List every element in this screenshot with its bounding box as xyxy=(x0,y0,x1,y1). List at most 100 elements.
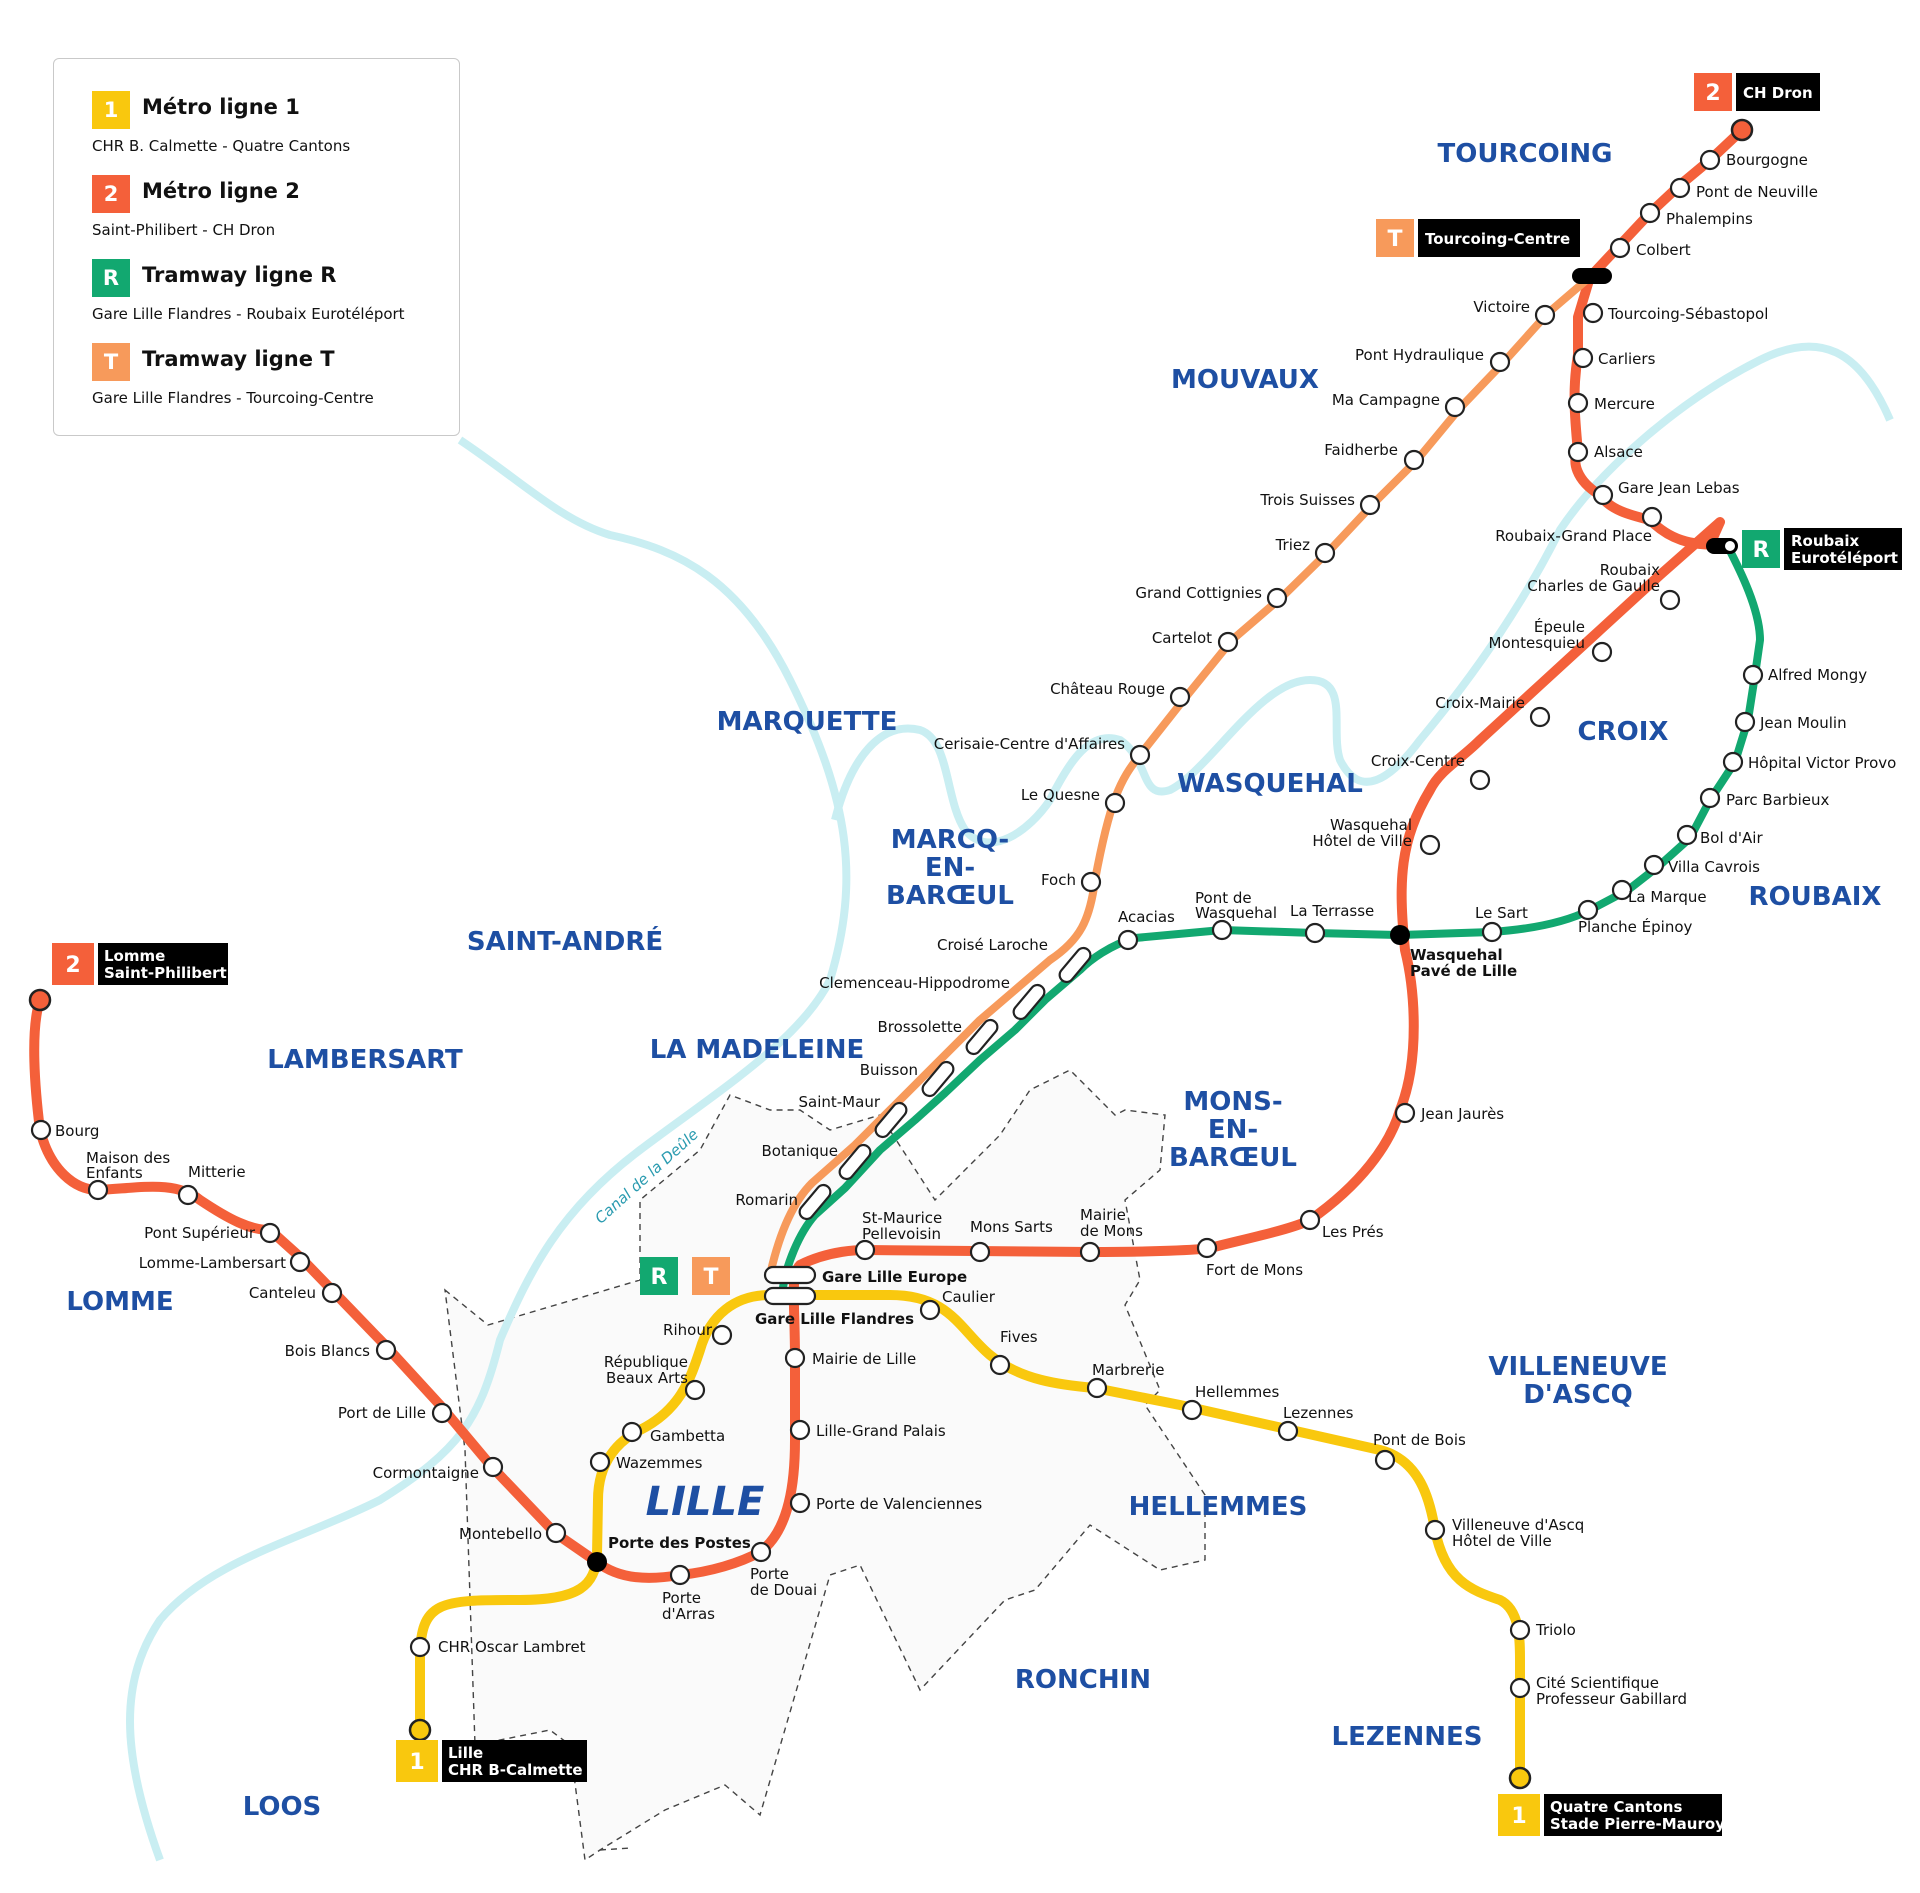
city-label: HELLEMMES xyxy=(1129,1492,1308,1522)
station xyxy=(989,1354,1011,1376)
station-label: Pont de Neuville xyxy=(1696,183,1818,201)
station-label: Cerisaie-Centre d'Affaires xyxy=(934,735,1125,753)
station-label: Wazemmes xyxy=(616,1454,703,1472)
legend-title: Tramway ligne R xyxy=(142,263,337,287)
legend-panel: 1 Métro ligne 1 CHR B. Calmette - Quatre… xyxy=(53,58,460,436)
terminus-dot xyxy=(1730,118,1754,142)
terminal-text: Tourcoing-Centre xyxy=(1425,230,1570,248)
terminal-box xyxy=(1736,73,1820,111)
station xyxy=(545,1522,567,1544)
station-label: Mairie xyxy=(1080,1206,1126,1224)
station-label: de Mons xyxy=(1080,1222,1143,1240)
station xyxy=(854,1239,876,1261)
legend-title: Tramway ligne T xyxy=(142,347,335,371)
station-label: Romarin xyxy=(735,1191,798,1209)
station-label: Mons Sarts xyxy=(970,1218,1053,1236)
station-label: Bourg xyxy=(55,1122,99,1140)
station xyxy=(750,1541,772,1563)
legend-badge: 2 xyxy=(92,175,130,213)
station xyxy=(1582,302,1604,324)
station xyxy=(1196,1237,1218,1259)
terminal-badge xyxy=(1742,530,1780,568)
station-label: Pellevoisin xyxy=(862,1225,941,1243)
city-label-lille: LILLE xyxy=(646,1479,765,1525)
station-label: de Douai xyxy=(750,1581,817,1599)
station-label: Brossolette xyxy=(878,1018,963,1036)
station-label: Planche Épinoy xyxy=(1578,917,1693,936)
station-label: Château Rouge xyxy=(1050,680,1165,698)
station-label: Triez xyxy=(1275,536,1311,554)
station-label: Pont de xyxy=(1195,889,1252,907)
station-label: Bourgogne xyxy=(1726,151,1808,169)
station xyxy=(1374,1449,1396,1471)
station-label: Porte des Postes xyxy=(608,1534,751,1552)
city-label: D'ASCQ xyxy=(1523,1380,1633,1410)
station-label: Saint-Maur xyxy=(799,1093,881,1111)
tram-capsule xyxy=(1012,983,1046,1021)
city-label: ROUBAIX xyxy=(1749,882,1882,912)
station xyxy=(1641,506,1663,528)
station-label: Parc Barbieux xyxy=(1726,791,1829,809)
station xyxy=(789,1492,811,1514)
terminal-text: Saint-Philibert xyxy=(104,964,227,982)
terminal-quatre-cantons: 1 Quatre Cantons Stade Pierre-Mauroy xyxy=(1498,1794,1725,1836)
station-label: Hôpital Victor Provo xyxy=(1748,754,1896,772)
station-label: Acacias xyxy=(1118,908,1175,926)
station-label: Buisson xyxy=(860,1061,918,1079)
terminal-roubaix-euroteleport: R Roubaix Eurotéléport xyxy=(1742,528,1902,570)
city-label: TOURCOING xyxy=(1438,139,1613,169)
legend-badge: 1 xyxy=(92,91,130,129)
station xyxy=(259,1222,281,1244)
station-label: Villa Cavrois xyxy=(1668,858,1760,876)
city-label: EN- xyxy=(925,853,975,883)
interchange-dot xyxy=(1725,541,1735,551)
station-label: Gare Lille Flandres xyxy=(755,1310,914,1328)
station-label: Mairie de Lille xyxy=(812,1350,916,1368)
station xyxy=(1591,641,1613,663)
interchange-gare-lille-flandres xyxy=(763,1286,817,1306)
station-label: St-Maurice xyxy=(862,1209,942,1227)
legend-title: Métro ligne 1 xyxy=(142,95,300,119)
station-label: Croisé Laroche xyxy=(937,936,1048,954)
terminal-badge xyxy=(52,943,94,985)
station xyxy=(1742,664,1764,686)
station-label: Le Sart xyxy=(1475,904,1528,922)
station xyxy=(1211,919,1233,941)
terminal-chr-calmette: 1 Lille CHR B-Calmette xyxy=(396,1740,587,1782)
gare-badge-t-text: T xyxy=(703,1265,718,1290)
city-label: LOMME xyxy=(66,1287,173,1317)
station xyxy=(30,1119,52,1141)
lille-area xyxy=(444,1069,1206,1862)
station-label: Lomme-Lambersart xyxy=(139,1254,286,1272)
station-label: Le Quesne xyxy=(1021,786,1100,804)
station-label: Canteleu xyxy=(249,1284,316,1302)
legend-badge: T xyxy=(92,343,130,381)
legend-badge: R xyxy=(92,259,130,297)
station-label: Roubaix xyxy=(1600,561,1660,579)
station xyxy=(1304,922,1326,944)
station xyxy=(1567,392,1589,414)
station-label: Mitterie xyxy=(188,1163,246,1181)
station-label: Gare Lille Europe xyxy=(822,1268,967,1286)
city-label: RONCHIN xyxy=(1015,1665,1151,1695)
station-label: Croix-Centre xyxy=(1371,752,1465,770)
station xyxy=(1424,1519,1446,1541)
terminal-box xyxy=(98,943,228,985)
station xyxy=(1699,149,1721,171)
station xyxy=(1079,1241,1101,1263)
station xyxy=(1266,587,1288,609)
station-label: Porte xyxy=(662,1589,701,1607)
city-label: LAMBERSART xyxy=(267,1045,463,1075)
city-label: BARŒUL xyxy=(1169,1143,1297,1173)
station-label: Carliers xyxy=(1598,350,1656,368)
station xyxy=(1444,396,1466,418)
river-deule xyxy=(126,436,851,1862)
station-label: Clemenceau-Hippodrome xyxy=(819,974,1010,992)
gare-badge-r xyxy=(640,1257,678,1295)
station-label: Rihour xyxy=(663,1321,713,1339)
station-label: Bol d'Air xyxy=(1700,829,1763,847)
labels-tram: Victoire Pont Hydraulique Ma Campagne Fa… xyxy=(735,298,1896,1209)
terminal-box xyxy=(1544,1794,1722,1836)
station-label: Faidherbe xyxy=(1324,441,1398,459)
station-label: Grand Cottignies xyxy=(1135,584,1262,602)
